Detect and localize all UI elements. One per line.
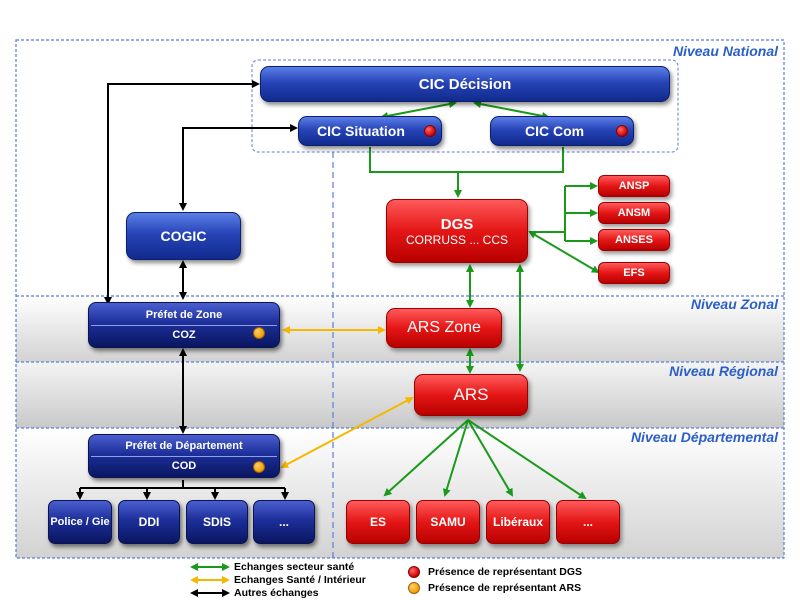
prefet-departement-node: Préfet de Département COD	[88, 434, 280, 478]
other-health-label: ...	[582, 515, 593, 529]
liberaux-node: Libéraux	[486, 500, 550, 544]
sdis-label: SDIS	[202, 515, 231, 529]
police-gie-node: Police / Gie	[48, 500, 112, 544]
level-label-regional: Niveau Régional	[669, 363, 778, 379]
cic-com-label: CIC Com	[525, 123, 585, 139]
police-gie-label: Police / Gie	[50, 516, 110, 528]
cic-decision-label: CIC Décision	[418, 75, 512, 93]
legend-black-label: Autres échanges	[234, 587, 319, 599]
dgs-subtitle: CORRUSS ... CCS	[405, 232, 508, 247]
efs-label: EFS	[623, 267, 645, 279]
ars-label: ARS	[453, 385, 489, 404]
sdis-node: SDIS	[186, 500, 248, 544]
prefet-zone-label: Préfet de Zone	[145, 309, 223, 321]
other-health-node: ...	[556, 500, 620, 544]
dgs-node: DGS CORRUSS ... CCS	[386, 199, 528, 263]
efs-node: EFS	[598, 262, 670, 284]
legend-green-label: Echanges secteur santé	[234, 561, 355, 573]
ars-presence-orange-dot-icon	[253, 327, 265, 339]
prefet-departement-label: Préfet de Département	[125, 440, 243, 452]
prefet-departement-divider	[91, 456, 277, 457]
samu-label: SAMU	[430, 515, 466, 529]
legend-orange-dot-label: Présence de représentant ARS	[428, 582, 582, 594]
legend-red-dot-label: Présence de représentant DGS	[428, 566, 583, 578]
dgs-title: DGS	[440, 215, 474, 233]
liberaux-label: Libéraux	[492, 515, 543, 529]
prefet-zone-divider	[91, 325, 277, 326]
cic-decision-node: CIC Décision	[260, 66, 670, 102]
cogic-node: COGIC	[126, 212, 241, 260]
es-node: ES	[346, 500, 410, 544]
cic-situation-label: CIC Situation	[317, 123, 405, 139]
dgs-presence-red-dot-icon	[616, 125, 628, 137]
es-label: ES	[369, 515, 386, 529]
legend-red-dot-icon	[408, 566, 420, 578]
ansp-label: ANSP	[618, 180, 650, 192]
level-label-departemental: Niveau Départemental	[630, 429, 778, 445]
coz-label: COZ	[172, 329, 196, 341]
legend-orange-label: Echanges Santé / Intérieur	[234, 574, 366, 586]
legend-orange-dot-icon	[408, 582, 420, 594]
cod-label: COD	[171, 460, 197, 472]
prefet-zone-node: Préfet de Zone COZ	[88, 302, 280, 348]
ansm-node: ANSM	[598, 202, 670, 224]
ddi-node: DDI	[118, 500, 180, 544]
anses-node: ANSES	[598, 229, 670, 251]
level-label-national: Niveau National	[672, 43, 778, 59]
ansm-label: ANSM	[617, 207, 651, 219]
anses-label: ANSES	[615, 234, 653, 246]
dgs-presence-red-dot-icon	[424, 125, 436, 137]
ddi-label: DDI	[138, 515, 160, 529]
other-interior-node: ...	[253, 500, 315, 544]
cic-situation-node: CIC Situation	[298, 116, 442, 146]
level-label-zonal: Niveau Zonal	[690, 296, 778, 312]
cogic-label: COGIC	[160, 228, 207, 244]
ansp-node: ANSP	[598, 175, 670, 197]
samu-node: SAMU	[416, 500, 480, 544]
cic-com-node: CIC Com	[490, 116, 634, 146]
ars-zone-node: ARS Zone	[386, 308, 502, 348]
ars-zone-label: ARS Zone	[407, 319, 481, 336]
other-interior-label: ...	[278, 515, 289, 529]
ars-node: ARS	[414, 374, 528, 416]
ars-presence-orange-dot-icon	[253, 461, 265, 473]
